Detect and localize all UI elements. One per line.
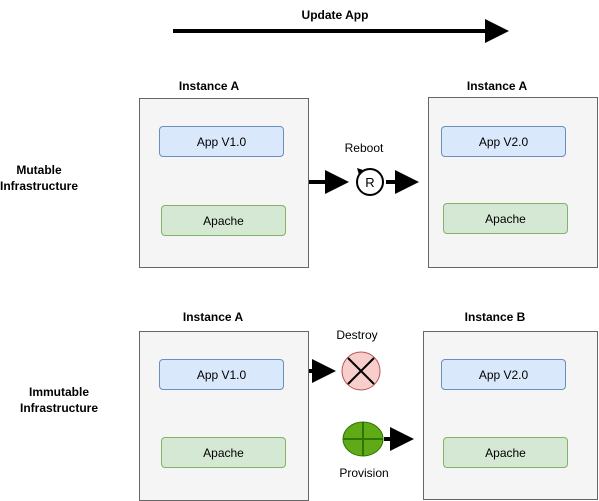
immutable-left-apache-block: Apache	[161, 437, 286, 468]
reboot-icon-letter: R	[365, 175, 374, 190]
immutable-right-instance-title: Instance B	[464, 310, 526, 324]
immutable-right-app-block: App V2.0	[441, 359, 566, 390]
mutable-infrastructure-label: Mutable Infrastructure	[0, 163, 79, 193]
reboot-icon: R	[356, 168, 384, 196]
reboot-label: Reboot	[344, 141, 384, 155]
immutable-infrastructure-label: Immutable Infrastructure	[19, 385, 99, 415]
destroy-icon	[341, 351, 381, 391]
immutable-right-instance-box: App V2.0 Apache	[423, 331, 598, 500]
mutable-right-instance-box: App V2.0 Apache	[428, 97, 598, 268]
mutable-right-instance-title: Instance A	[466, 79, 528, 93]
destroy-label: Destroy	[336, 328, 378, 342]
mutable-left-app-block: App V1.0	[159, 126, 284, 157]
provision-icon	[342, 421, 384, 457]
provision-label: Provision	[339, 466, 389, 480]
immutable-left-app-block: App V1.0	[159, 359, 284, 390]
mutable-left-instance-title: Instance A	[178, 79, 240, 93]
mutable-left-apache-block: Apache	[161, 205, 286, 236]
immutable-left-instance-title: Instance A	[182, 310, 244, 324]
mutable-right-app-block: App V2.0	[441, 126, 566, 157]
immutable-left-instance-box: App V1.0 Apache	[139, 331, 309, 501]
update-app-title: Update App	[301, 8, 369, 22]
mutable-left-instance-box: App V1.0 Apache	[139, 98, 309, 268]
immutable-right-apache-block: Apache	[443, 437, 568, 468]
mutable-right-apache-block: Apache	[443, 203, 568, 234]
